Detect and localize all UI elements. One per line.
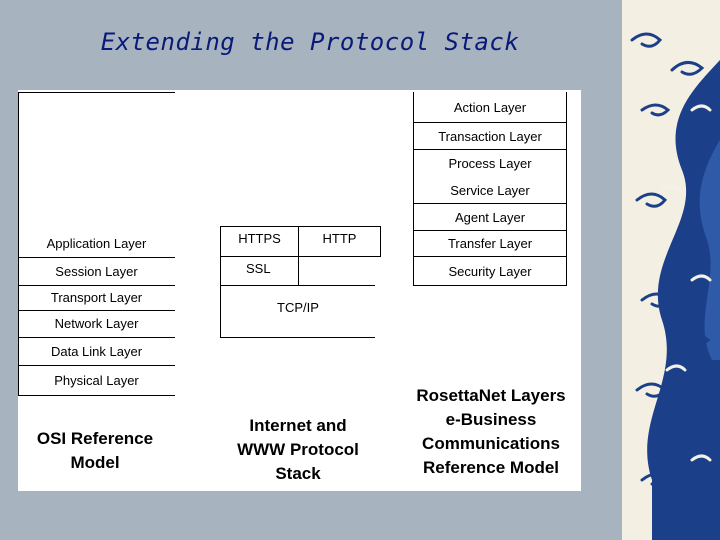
rn-divider: [413, 203, 567, 204]
rn-layer-service: Service Layer: [450, 182, 530, 198]
rn-left-border: [413, 92, 414, 286]
inet-caption-line: Stack: [275, 464, 321, 483]
inet-ssl: SSL: [246, 261, 271, 276]
osi-divider: [18, 337, 175, 338]
inet-divider: [220, 256, 381, 257]
slide-title: Extending the Protocol Stack: [100, 28, 520, 56]
rn-bottom-line: [413, 285, 567, 286]
inet-right-border: [380, 226, 381, 256]
inet-mid-vertical: [298, 226, 299, 285]
inet-divider: [220, 285, 375, 286]
rn-layer-process: Process Layer: [448, 155, 532, 171]
rn-divider: [413, 122, 567, 123]
osi-top-line: [18, 92, 175, 93]
osi-layer-session: Session Layer: [55, 263, 138, 279]
inet-http: HTTP: [322, 231, 357, 246]
inet-top-line: [220, 226, 381, 227]
osi-left-border: [18, 92, 19, 395]
osi-bottom-line: [18, 395, 175, 396]
rn-layer-transfer: Transfer Layer: [447, 236, 533, 251]
rn-caption-line: Communications: [422, 434, 560, 453]
osi-caption-line: Model: [70, 453, 120, 472]
diagram-panel: Application Layer Session Layer Transpor…: [18, 90, 581, 491]
osi-layer-transport: Transport Layer: [50, 290, 143, 305]
osi-layer-network: Network Layer: [54, 316, 139, 331]
rn-layer-transaction: Transaction Layer: [438, 128, 542, 144]
rn-caption-line: RosettaNet Layers: [416, 386, 566, 405]
rn-layer-agent: Agent Layer: [454, 209, 526, 225]
inet-https: HTTPS: [238, 231, 281, 246]
osi-caption-line: OSI Reference: [36, 429, 154, 448]
rn-caption-line: e-Business: [445, 410, 537, 429]
osi-divider: [18, 365, 175, 366]
inet-tcpip: TCP/IP: [277, 300, 319, 315]
rn-divider: [413, 256, 567, 257]
osi-caption: OSI Reference Model: [20, 427, 170, 475]
inet-bottom-line: [220, 337, 375, 338]
inet-caption-line: WWW Protocol: [237, 440, 359, 459]
rn-layer-action: Action Layer: [453, 100, 527, 115]
inet-caption-line: Internet and: [249, 416, 347, 435]
wave-decoration: [622, 0, 720, 540]
inet-left-border: [220, 226, 221, 338]
osi-divider: [18, 285, 175, 286]
osi-layer-datalink: Data Link Layer: [50, 343, 143, 359]
rn-right-border: [566, 92, 567, 286]
osi-divider: [18, 257, 175, 258]
osi-divider: [18, 310, 175, 311]
rn-divider: [413, 149, 567, 150]
osi-layer-physical: Physical Layer: [54, 372, 139, 388]
rn-caption-line: Reference Model: [422, 458, 560, 477]
rn-caption: RosettaNet Layers e-Business Communicati…: [406, 384, 576, 480]
osi-layer-application: Application Layer: [46, 236, 147, 251]
inet-caption: Internet and WWW Protocol Stack: [223, 414, 373, 486]
rn-divider: [413, 230, 567, 231]
rn-layer-security: Security Layer: [448, 263, 532, 279]
